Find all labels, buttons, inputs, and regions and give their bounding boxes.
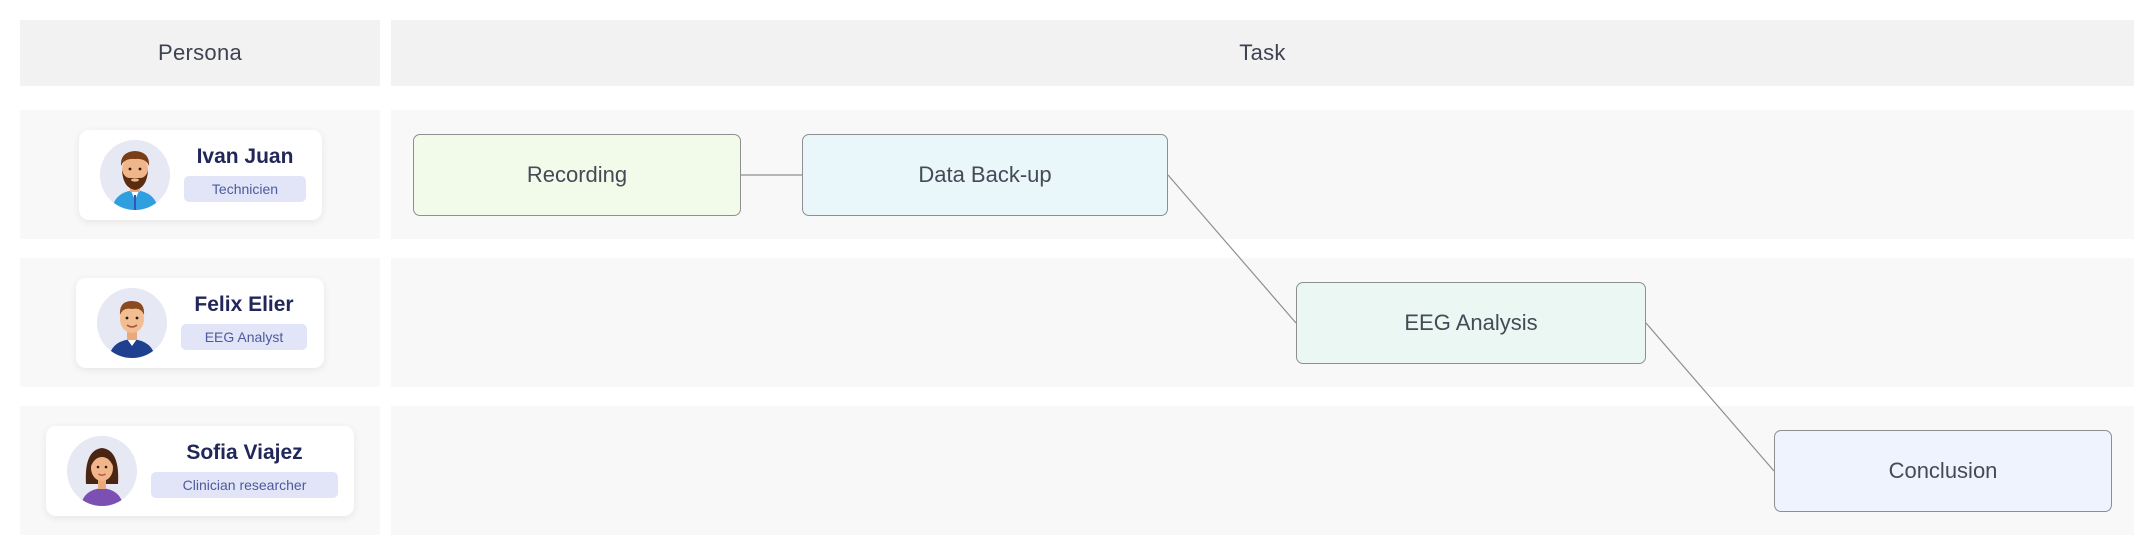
persona-role-badge: Technicien xyxy=(184,176,306,202)
persona-card-sofia-viajez: Sofia Viajez Clinician researcher xyxy=(46,426,354,516)
persona-name: Felix Elier xyxy=(194,293,294,316)
persona-role-badge: EEG Analyst xyxy=(181,324,307,350)
task-lane xyxy=(391,258,2134,387)
persona-name: Ivan Juan xyxy=(196,145,294,168)
persona-name: Sofia Viajez xyxy=(186,441,303,464)
task-column-header: Task xyxy=(391,20,2134,86)
task-node-conclusion[interactable]: Conclusion xyxy=(1774,430,2112,512)
persona-role-badge: Clinician researcher xyxy=(151,472,338,498)
bearded-man-avatar-icon xyxy=(100,140,170,210)
persona-column-header: Persona xyxy=(20,20,380,86)
man-avatar-icon xyxy=(97,288,167,358)
woman-avatar-icon xyxy=(67,436,137,506)
persona-card-ivan-juan: Ivan Juan Technicien xyxy=(79,130,322,220)
task-node-data-backup[interactable]: Data Back-up xyxy=(802,134,1168,216)
task-node-recording[interactable]: Recording xyxy=(413,134,741,216)
task-node-eeg-analysis[interactable]: EEG Analysis xyxy=(1296,282,1646,364)
persona-card-felix-elier: Felix Elier EEG Analyst xyxy=(76,278,324,368)
